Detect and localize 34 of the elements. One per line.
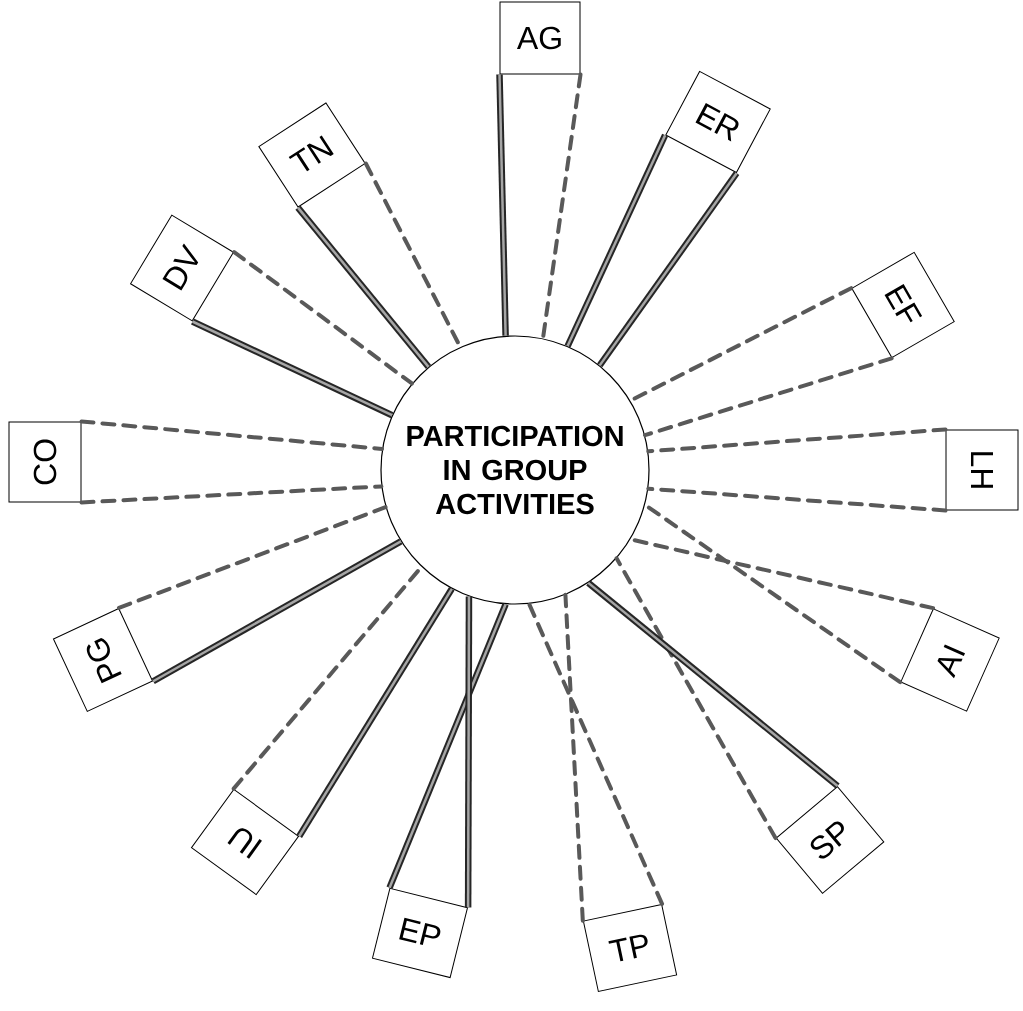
connector-line bbox=[464, 596, 473, 908]
connector-line bbox=[296, 587, 455, 838]
label-box: IU bbox=[191, 788, 300, 896]
connector-line bbox=[496, 74, 509, 336]
connector-line bbox=[564, 133, 669, 348]
label-box: ER bbox=[665, 70, 771, 174]
connector-line bbox=[597, 171, 740, 368]
connector-line bbox=[79, 419, 385, 451]
connector-line bbox=[151, 538, 403, 685]
connector-line bbox=[295, 205, 431, 369]
connector-line bbox=[643, 356, 894, 438]
connector-line bbox=[116, 505, 388, 610]
label-box: EF bbox=[851, 251, 955, 359]
connector-line bbox=[191, 318, 394, 419]
label-box: TP bbox=[582, 903, 678, 992]
connector-line bbox=[79, 484, 384, 505]
label-box: PG bbox=[52, 608, 154, 712]
label-box: EP bbox=[372, 887, 469, 979]
connector-line bbox=[646, 427, 948, 454]
connector-line bbox=[232, 250, 414, 386]
label-box: AG bbox=[499, 1, 581, 75]
label-box: TN bbox=[258, 102, 366, 208]
connector-line bbox=[646, 486, 948, 513]
label-box: CO bbox=[8, 421, 82, 503]
connector-line bbox=[563, 592, 585, 923]
connector-line bbox=[541, 72, 583, 341]
label-box: AI bbox=[900, 608, 1000, 712]
label-box: DV bbox=[130, 214, 234, 322]
label-box: LH bbox=[945, 429, 1019, 511]
connector-line bbox=[586, 580, 840, 789]
connector-line bbox=[386, 603, 509, 889]
connector-line bbox=[527, 601, 665, 906]
connector-line bbox=[614, 556, 778, 841]
label-box: SP bbox=[775, 786, 885, 894]
